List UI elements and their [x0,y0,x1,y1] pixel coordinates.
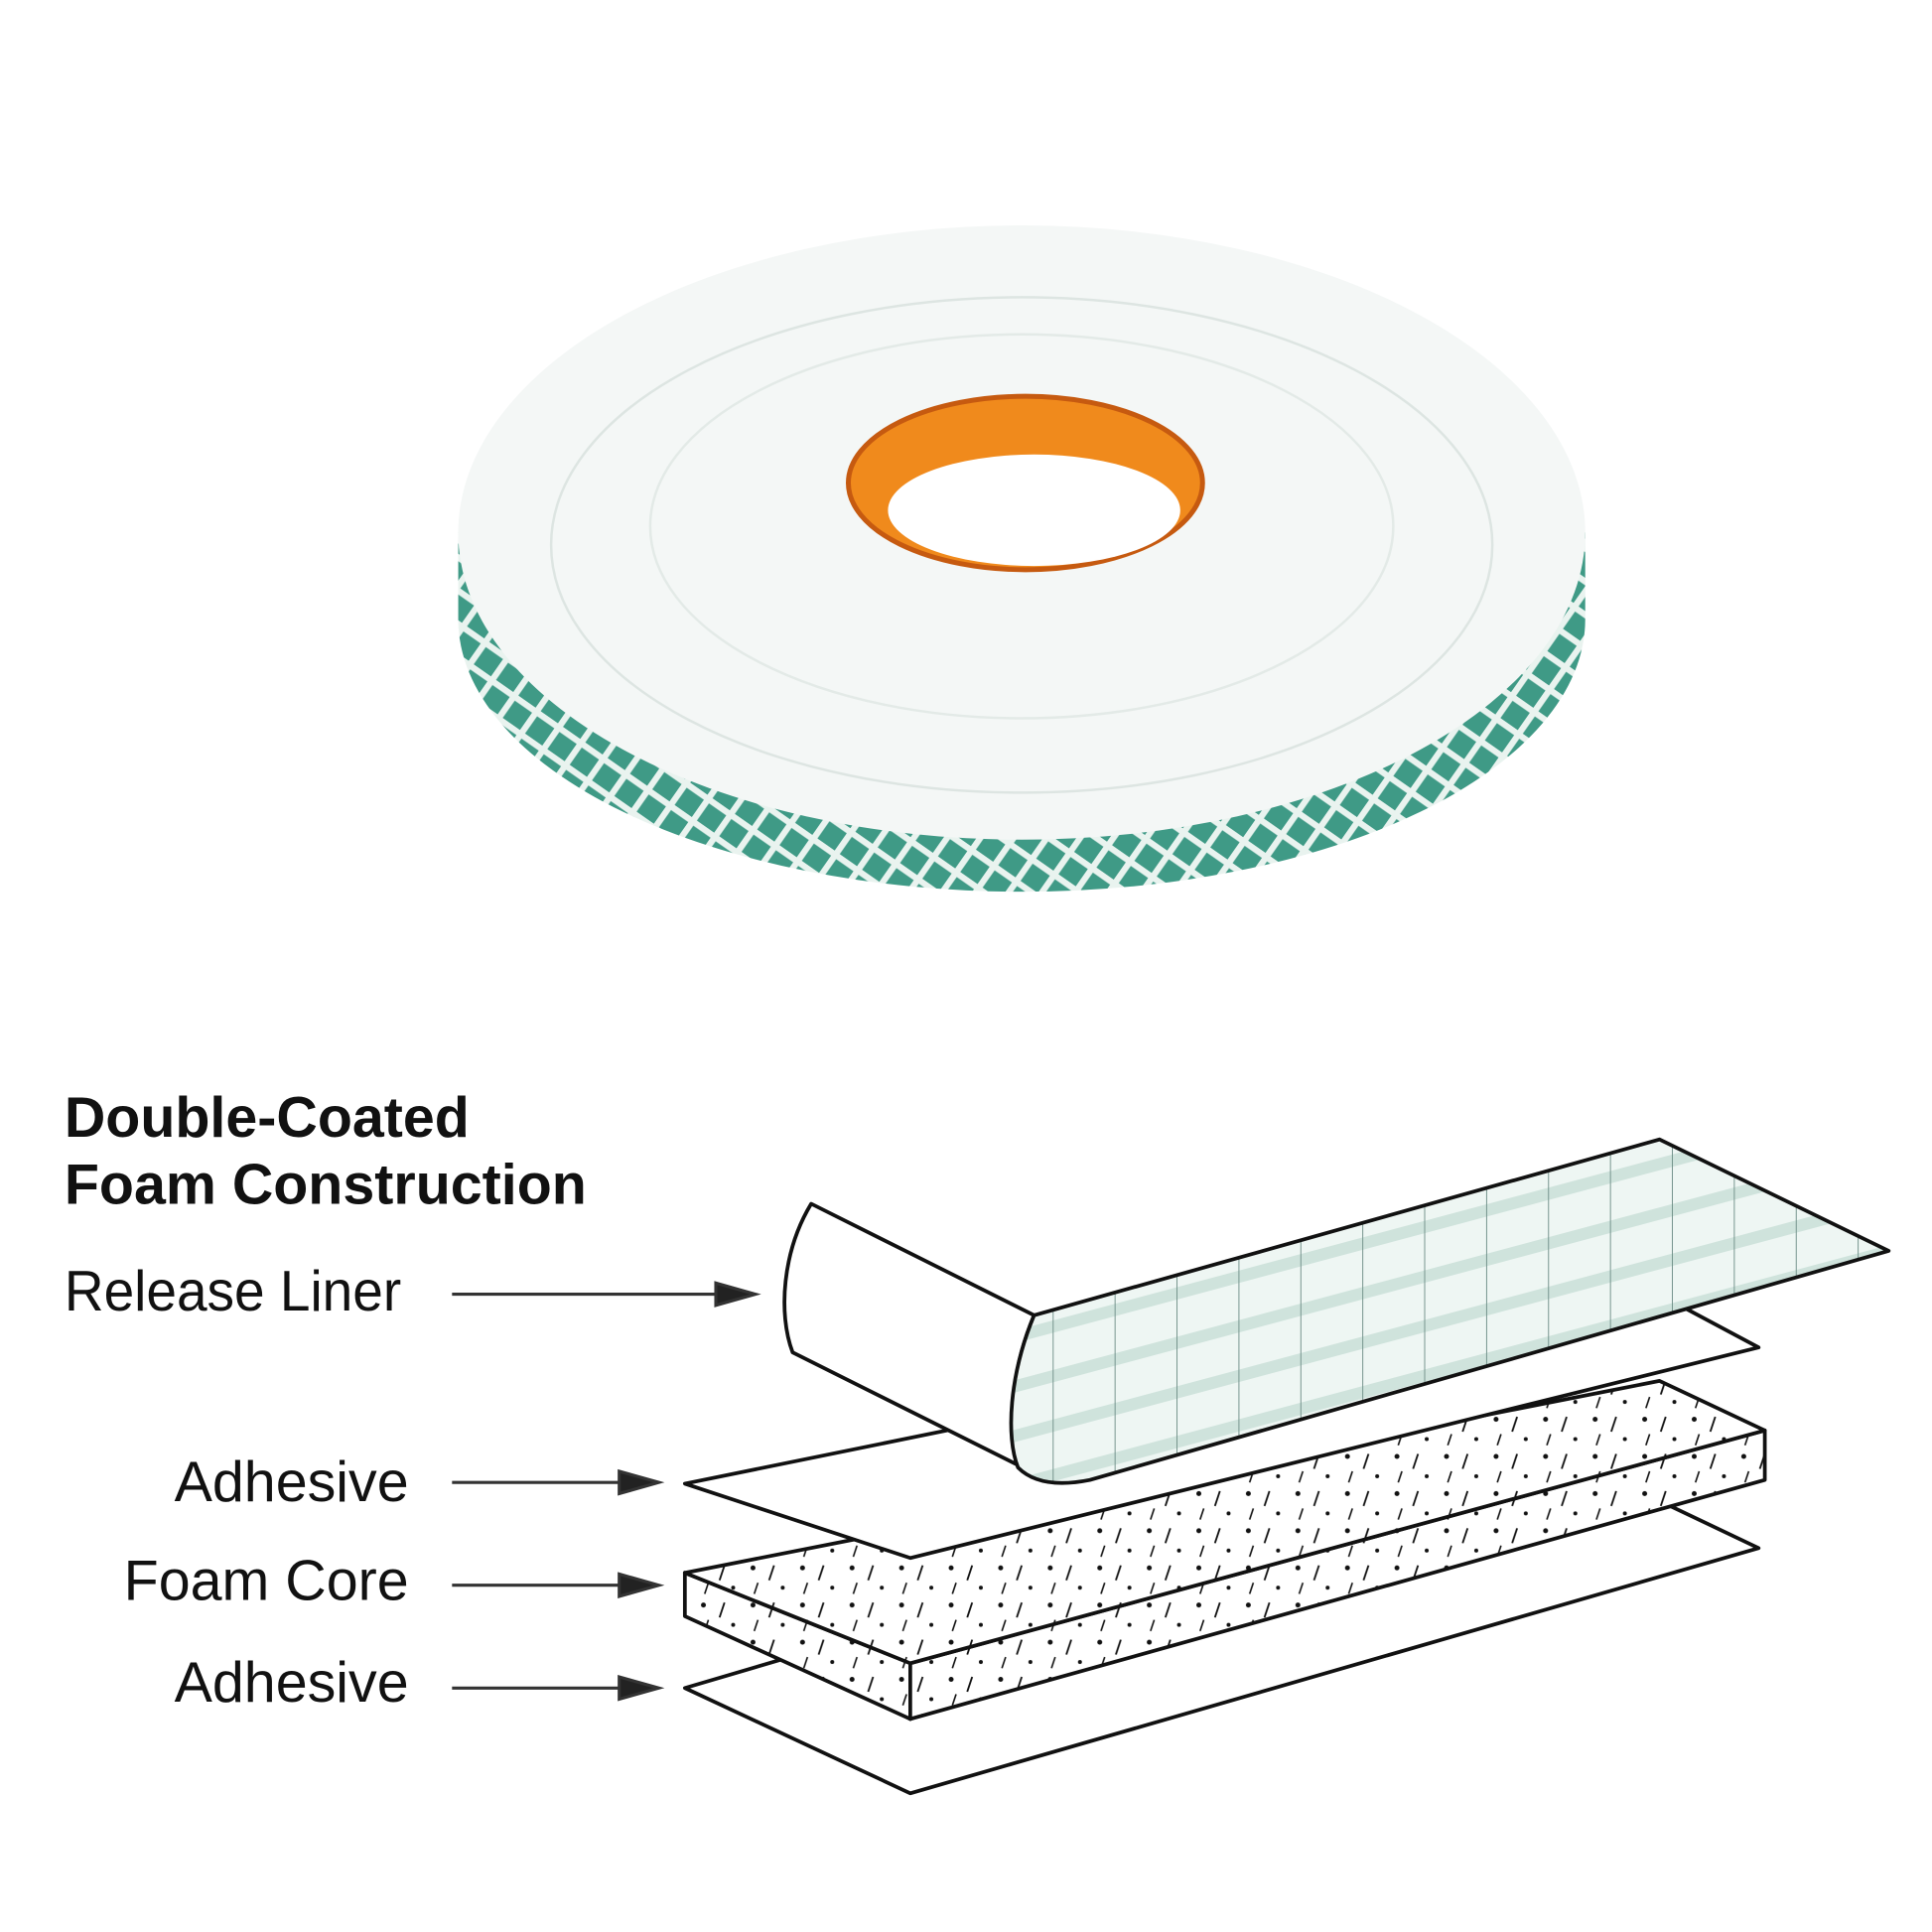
diagram-title-line2: Foam Construction [65,1154,587,1217]
arrow-icon [618,1468,665,1496]
roll-hole [888,454,1180,567]
layer-foam-core [682,1379,1767,1722]
arrows [452,1281,761,1702]
arrow-icon [618,1674,665,1702]
label-release-liner: Release Liner [65,1260,401,1323]
layer-release-liner [782,1137,1891,1485]
label-adhesive-top: Adhesive [175,1450,409,1514]
diagram-title-line1: Double-Coated [65,1086,470,1150]
arrow-icon [714,1281,761,1308]
label-adhesive-bottom: Adhesive [175,1651,409,1715]
tape-roll-image [458,225,1586,893]
arrow-icon [618,1572,665,1599]
label-foam-core: Foam Core [124,1550,409,1613]
